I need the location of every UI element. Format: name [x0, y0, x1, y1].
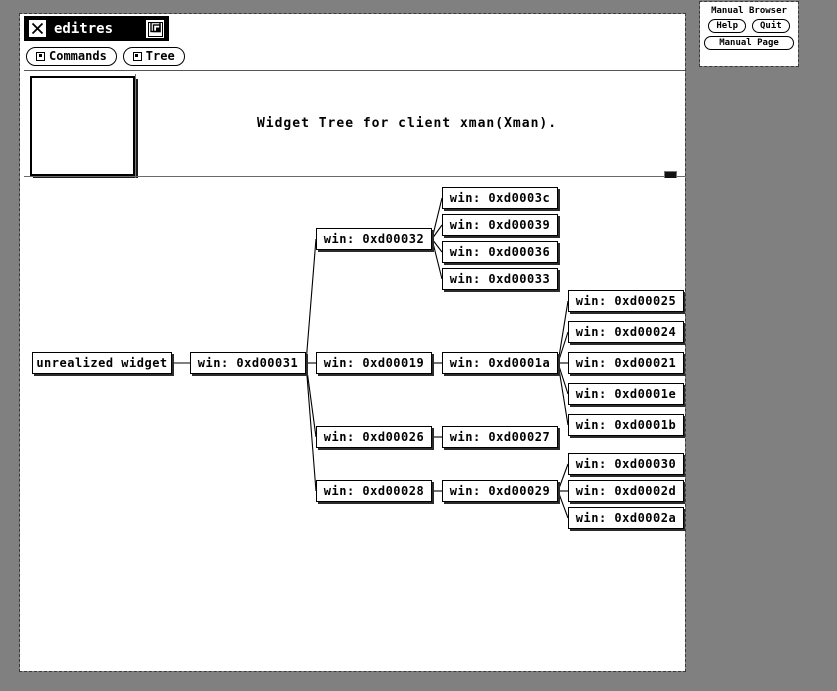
window-title: editres	[54, 20, 114, 37]
tree-node-label: unrealized widget	[36, 356, 168, 370]
manual-browser-button-row: Help Quit	[708, 19, 790, 33]
panner-divider	[135, 74, 136, 178]
tree-edge	[431, 238, 443, 253]
tree-edge	[431, 224, 443, 240]
menu-button-tree-label: Tree	[145, 49, 175, 63]
tree-node-label: win: 0xd00025	[575, 294, 677, 308]
tree-node-label: win: 0xd00029	[449, 484, 551, 498]
manual-page-button[interactable]: Manual Page	[704, 36, 794, 50]
tree-node[interactable]: win: 0xd0002a	[568, 507, 684, 529]
panner-box[interactable]	[30, 76, 135, 176]
x-logo-icon	[29, 20, 46, 37]
tree-node-label: win: 0xd00028	[323, 484, 425, 498]
tree-edges	[172, 197, 569, 519]
tree-node-label: win: 0xd00033	[449, 272, 551, 286]
tree-node[interactable]: win: 0xd00025	[568, 290, 684, 312]
tree-node-label: win: 0xd0001b	[575, 418, 677, 432]
tree-node[interactable]: win: 0xd0002d	[568, 480, 684, 502]
help-button[interactable]: Help	[708, 19, 746, 33]
menu-button-commands[interactable]: Commands	[26, 46, 117, 66]
tree-edge	[557, 362, 569, 395]
tree-edge	[557, 331, 569, 364]
manual-browser-panel: Manual Browser Help Quit Manual Page	[699, 1, 799, 67]
tree-node[interactable]: win: 0xd0003c	[442, 187, 558, 209]
menu-button-commands-label: Commands	[49, 49, 107, 63]
tree-node-label: win: 0xd0002a	[575, 511, 677, 525]
tree-node[interactable]: win: 0xd00036	[442, 241, 558, 263]
tree-node[interactable]: win: 0xd00028	[316, 480, 432, 502]
tree-node-label: win: 0xd0003c	[449, 191, 551, 205]
menu-indicator-icon	[132, 51, 142, 61]
tree-edge	[557, 463, 569, 492]
tree-node-label: win: 0xd00027	[449, 430, 551, 444]
tree-edge	[431, 238, 443, 280]
tree-edge	[305, 238, 317, 364]
menu-button-tree[interactable]: Tree	[122, 46, 185, 66]
tree-edge	[557, 490, 569, 519]
tree-node[interactable]: unrealized widget	[32, 352, 172, 374]
tree-node-label: win: 0xd00031	[197, 356, 299, 370]
tree-node-label: win: 0xd00030	[575, 457, 677, 471]
tree-node-label: win: 0xd0001a	[449, 356, 551, 370]
tree-node[interactable]: win: 0xd00024	[568, 321, 684, 343]
menubar: Commands Tree	[26, 45, 185, 67]
tree-node[interactable]: win: 0xd00026	[316, 426, 432, 448]
tree-node[interactable]: win: 0xd00029	[442, 480, 558, 502]
resize-nested-squares-icon[interactable]	[146, 20, 164, 38]
window-titlebar[interactable]: editres	[24, 16, 169, 41]
tree-node[interactable]: win: 0xd00032	[316, 228, 432, 250]
tree-edge	[305, 362, 317, 438]
tree-node[interactable]: win: 0xd00033	[442, 268, 558, 290]
tree-node[interactable]: win: 0xd00027	[442, 426, 558, 448]
tree-node[interactable]: win: 0xd00030	[568, 453, 684, 475]
tree-node-label: win: 0xd00021	[575, 356, 677, 370]
manual-browser-title: Manual Browser	[711, 6, 787, 16]
tree-node-label: win: 0xd00019	[323, 356, 425, 370]
tree-edge	[431, 197, 443, 240]
widget-tree-canvas[interactable]: unrealized widget win: 0xd00031 win: 0xd00…	[24, 178, 685, 669]
tree-node-label: win: 0xd0001e	[575, 387, 677, 401]
tree-edge	[557, 362, 569, 426]
tree-node[interactable]: win: 0xd0001e	[568, 383, 684, 405]
tree-node-label: win: 0xd00024	[575, 325, 677, 339]
tree-node-label: win: 0xd00039	[449, 218, 551, 232]
tree-node[interactable]: win: 0xd0001b	[568, 414, 684, 436]
tree-node-label: win: 0xd0002d	[575, 484, 677, 498]
tree-node[interactable]: win: 0xd00021	[568, 352, 684, 374]
pane-separator	[24, 176, 685, 177]
tree-node-label: win: 0xd00032	[323, 232, 425, 246]
tree-title-label: Widget Tree for client xman(Xman).	[256, 116, 558, 131]
tree-node[interactable]: win: 0xd0001a	[442, 352, 558, 374]
menubar-divider	[24, 70, 685, 71]
quit-button[interactable]: Quit	[752, 19, 790, 33]
tree-node[interactable]: win: 0xd00039	[442, 214, 558, 236]
menu-indicator-icon	[36, 51, 45, 61]
tree-node-label: win: 0xd00026	[323, 430, 425, 444]
tree-node[interactable]: win: 0xd00019	[316, 352, 432, 374]
tree-node[interactable]: win: 0xd00031	[190, 352, 306, 374]
tree-edge	[305, 362, 317, 492]
tree-node-label: win: 0xd00036	[449, 245, 551, 259]
tree-edge	[557, 300, 569, 364]
editres-window: editres Commands Tree Widget Tree for cl…	[19, 13, 686, 672]
